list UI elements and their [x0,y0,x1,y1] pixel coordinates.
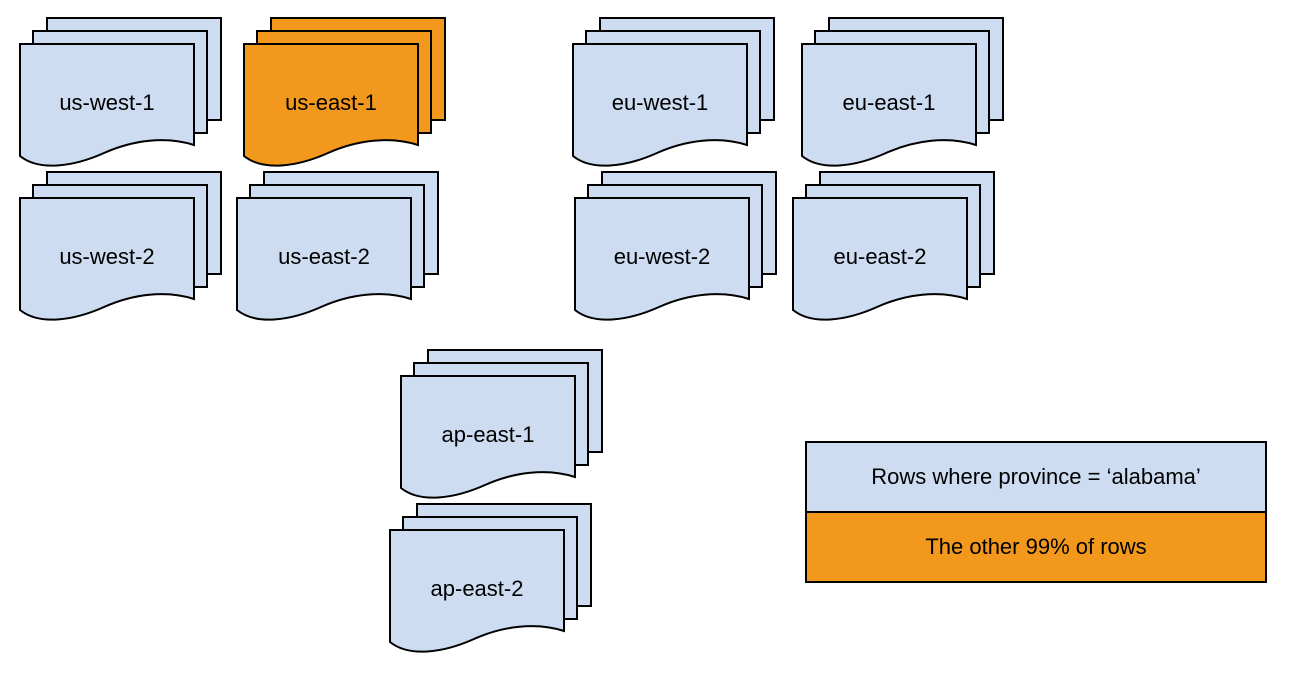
page-front [792,197,968,321]
document-stack-icon [236,171,439,321]
legend-item-label: Rows where province = ‘alabama’ [871,464,1201,489]
legend-item-label: The other 99% of rows [925,534,1147,559]
document-stack-icon [400,349,603,499]
region-stack-us-west-2: us-west-2 [19,171,223,323]
legend-item-alabama-rows: Rows where province = ‘alabama’ [807,443,1265,511]
legend-item-other-rows: The other 99% of rows [807,511,1265,581]
legend: Rows where province = ‘alabama’ The othe… [805,441,1267,583]
region-label-us-west-1: us-west-1 [59,89,155,115]
region-label-us-west-2: us-west-2 [59,243,155,269]
document-stack-icon [792,171,995,321]
page-front [572,43,748,167]
region-label-eu-west-2: eu-west-2 [613,243,711,269]
page-front [389,529,565,653]
page-front [19,43,195,167]
region-stack-eu-east-1: eu-east-1 [801,17,1005,169]
page-front [574,197,750,321]
page-front [400,375,576,499]
region-label-us-east-2: us-east-2 [278,243,370,269]
region-label-ap-east-2: ap-east-2 [430,575,524,601]
document-stack-icon [243,17,446,167]
region-stack-eu-east-2: eu-east-2 [792,171,996,323]
document-stack-icon [389,503,592,653]
region-stack-us-east-2: us-east-2 [236,171,440,323]
document-stack-icon [19,171,222,321]
page-front [236,197,412,321]
document-stack-icon [801,17,1004,167]
document-stack-icon [19,17,222,167]
page-front [801,43,977,167]
document-stack-icon [572,17,775,167]
region-stack-eu-west-1: eu-west-1 [572,17,776,169]
region-label-ap-east-1: ap-east-1 [441,421,535,447]
page-front [243,43,419,167]
region-stack-ap-east-2: ap-east-2 [389,503,593,655]
region-label-us-east-1: us-east-1 [285,89,377,115]
document-stack-icon [574,171,777,321]
region-stack-ap-east-1: ap-east-1 [400,349,604,501]
region-stack-us-east-1: us-east-1 [243,17,447,169]
region-stack-us-west-1: us-west-1 [19,17,223,169]
region-label-eu-east-1: eu-east-1 [842,89,936,115]
region-label-eu-east-2: eu-east-2 [833,243,927,269]
page-front [19,197,195,321]
region-label-eu-west-1: eu-west-1 [611,89,709,115]
region-stack-eu-west-2: eu-west-2 [574,171,778,323]
